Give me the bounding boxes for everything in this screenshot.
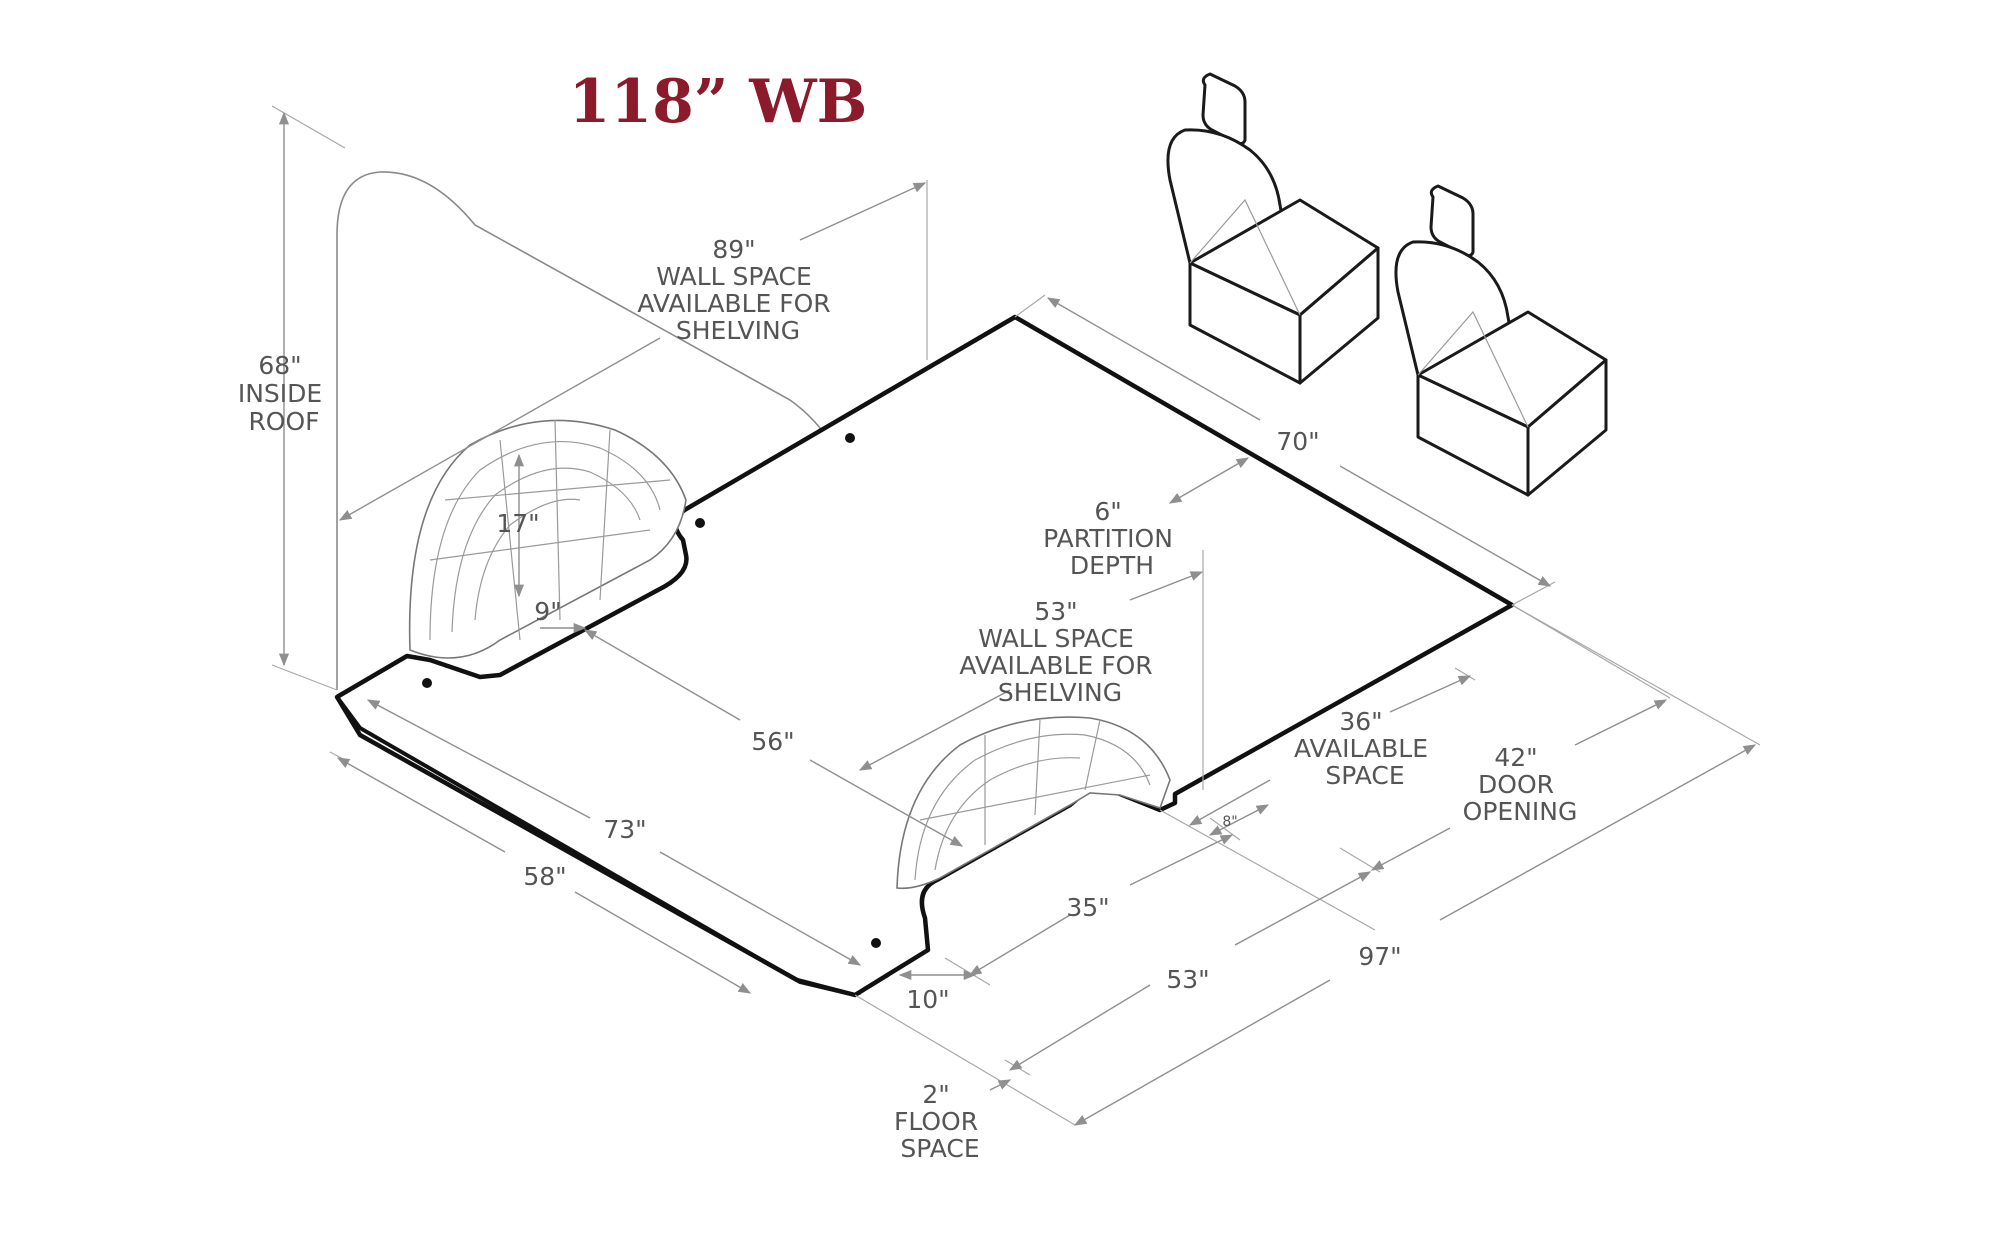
label-wheel-well-height: 17" bbox=[496, 509, 539, 538]
dim-floor-length-mid bbox=[1004, 809, 1376, 1076]
dim-floor-length-total bbox=[854, 604, 1761, 1126]
dim-between-wells bbox=[583, 629, 964, 847]
dim-floor-space bbox=[989, 1079, 1012, 1091]
label-available-space: 36" AVAILABLE SPACE bbox=[1294, 707, 1436, 790]
label-floor-space: 2" FLOOR SPACE bbox=[894, 1080, 986, 1163]
label-floor-width-rear: 58" bbox=[523, 862, 566, 891]
wheelbase-title: 118” WB bbox=[569, 67, 868, 137]
label-floor-length-total: 97" bbox=[1358, 942, 1401, 971]
left-wheel-well bbox=[408, 419, 687, 659]
label-wall-space-rear: 89" WALL SPACE AVAILABLE FOR SHELVING bbox=[637, 235, 838, 345]
dim-floor-width-front bbox=[366, 699, 862, 966]
label-floor-width-front: 73" bbox=[603, 815, 646, 844]
label-small-gap: 8" bbox=[1222, 814, 1237, 830]
dim-small-gap bbox=[1208, 804, 1270, 836]
floor-bolt-hole bbox=[695, 518, 705, 528]
label-wall-space-side: 53" WALL SPACE AVAILABLE FOR SHELVING bbox=[959, 597, 1160, 707]
floor-bolt-hole bbox=[871, 938, 881, 948]
dim-floor-length-front bbox=[1014, 294, 1556, 606]
dim-floor-width-rear bbox=[329, 751, 752, 994]
dim-wall-space-rear bbox=[338, 180, 928, 521]
label-rear-gap: 10" bbox=[906, 985, 949, 1014]
floor-bolt-hole bbox=[422, 678, 432, 688]
dim-available-space bbox=[1188, 667, 1476, 826]
cargo-floor bbox=[334, 314, 1515, 998]
label-floor-length-mid: 53" bbox=[1166, 965, 1209, 994]
label-door-opening: 42" DOOR OPENING bbox=[1463, 743, 1578, 826]
label-floor-length-front: 70" bbox=[1276, 427, 1319, 456]
dim-rear-gap bbox=[898, 957, 991, 986]
label-partition-depth: 6" PARTITION DEPTH bbox=[1043, 497, 1181, 580]
dim-wall-space-side bbox=[858, 550, 1204, 790]
driver-seat bbox=[1166, 72, 1380, 385]
right-wheel-well bbox=[896, 716, 1171, 890]
label-behind-well-length: 35" bbox=[1066, 893, 1109, 922]
dim-partition-depth bbox=[1168, 457, 1250, 504]
floor-bolt-hole bbox=[845, 433, 855, 443]
dim-behind-well-length bbox=[968, 817, 1241, 976]
passenger-seat bbox=[1394, 184, 1608, 497]
label-wheel-well-depth: 9" bbox=[534, 597, 561, 626]
label-between-wells: 56" bbox=[751, 727, 794, 756]
dim-inside-roof bbox=[271, 105, 346, 691]
label-inside-roof: 68" INSIDE ROOF bbox=[238, 351, 330, 436]
